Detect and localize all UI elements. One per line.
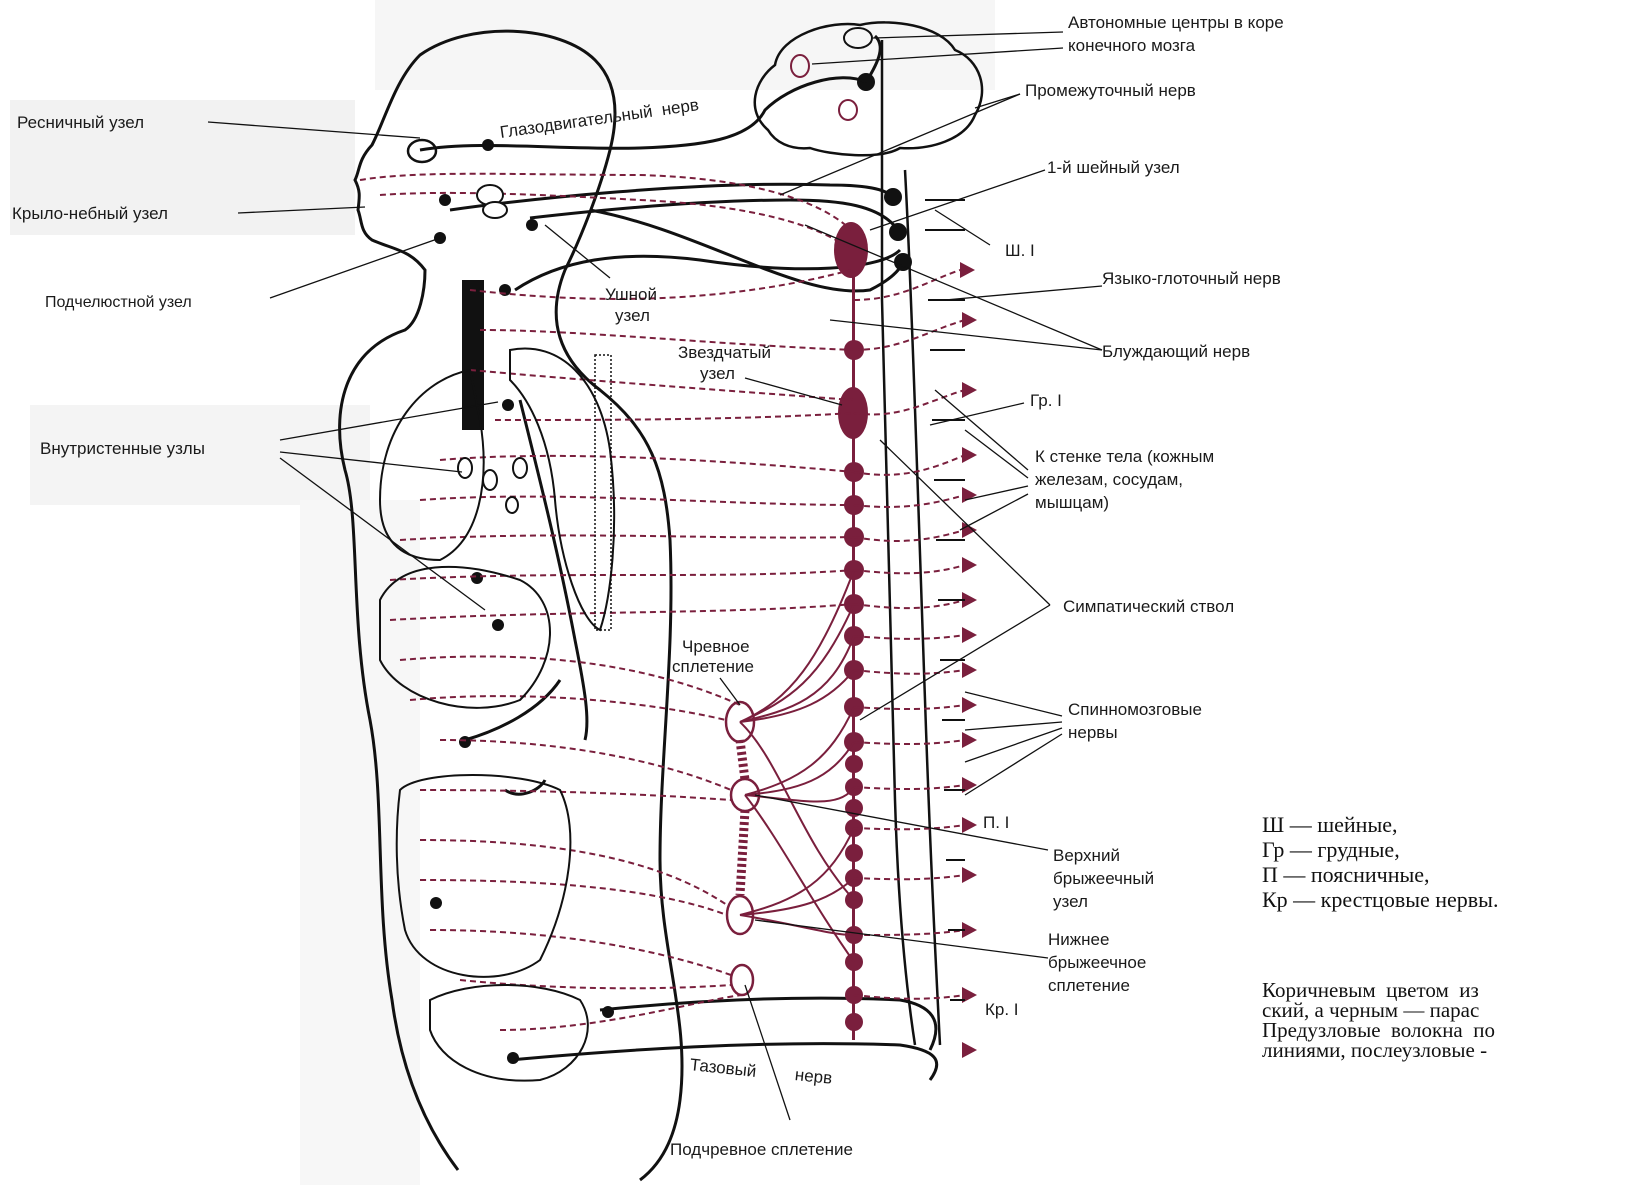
label-otic-ganglion-1: Ушной bbox=[605, 284, 657, 305]
label-otic-ganglion-2: узел bbox=[615, 305, 650, 326]
sympathetic-trunk bbox=[834, 222, 868, 1040]
caption-line: линиями, послеузловые - bbox=[1262, 1040, 1635, 1060]
legend-line-thoracic: Гр — грудные, bbox=[1262, 837, 1400, 863]
label-autonomic-cortex-2: конечного мозга bbox=[1068, 35, 1195, 56]
label-spinal-nerves-2: нервы bbox=[1068, 722, 1118, 743]
label-body-wall-2: железам, сосудам, bbox=[1035, 469, 1183, 490]
label-ciliary-ganglion: Ресничный узел bbox=[17, 112, 144, 133]
label-sup-mesenteric-2: брыжеечный bbox=[1053, 868, 1154, 889]
label-intermediate-nerve: Промежуточный нерв bbox=[1025, 80, 1196, 101]
label-celiac-plexus-1: Чревное bbox=[682, 636, 750, 657]
label-cervical-I: Ш. I bbox=[1005, 240, 1035, 261]
label-inf-mesenteric-3: сплетение bbox=[1048, 975, 1130, 996]
label-submandibular-ganglion: Подчелюстной узел bbox=[45, 292, 192, 313]
label-sup-mesenteric-3: узел bbox=[1053, 891, 1088, 912]
label-lumbar-I: П. I bbox=[983, 812, 1009, 833]
caption-line: ский, а черным — парас bbox=[1262, 1000, 1635, 1020]
label-stellate-ganglion-2: узел bbox=[700, 363, 735, 384]
label-glossopharyngeal-nerve: Языко-глоточный нерв bbox=[1102, 268, 1281, 289]
caption-text: Коричневым цветом из ский, а черным — па… bbox=[1262, 980, 1635, 1100]
label-autonomic-cortex-1: Автономные центры в коре bbox=[1068, 12, 1284, 33]
label-sacral-I: Кр. I bbox=[985, 999, 1019, 1020]
label-sup-mesenteric-1: Верхний bbox=[1053, 845, 1120, 866]
label-pelvic-nerve-2: нерв bbox=[794, 1064, 833, 1089]
legend-line-sacral: Кр — крестцовые нервы. bbox=[1262, 887, 1498, 913]
label-stellate-ganglion-1: Звездчатый bbox=[678, 342, 771, 363]
label-thoracic-I: Гр. I bbox=[1030, 390, 1062, 411]
label-first-cervical-ganglion: 1-й шейный узел bbox=[1047, 157, 1180, 178]
label-body-wall-1: К стенке тела (кожным bbox=[1035, 446, 1214, 467]
label-hypogastric-plexus: Подчревное сплетение bbox=[670, 1139, 853, 1160]
label-celiac-plexus-2: сплетение bbox=[672, 656, 754, 677]
caption-line: Коричневым цветом из bbox=[1262, 980, 1635, 1000]
label-sympathetic-trunk: Симпатический ствол bbox=[1063, 596, 1234, 617]
label-pterygopalatine-ganglion: Крыло-небный узел bbox=[12, 203, 168, 224]
caption-line: Предузловые волокна по bbox=[1262, 1020, 1635, 1040]
legend-line-cervical: Ш — шейные, bbox=[1262, 812, 1398, 838]
label-vagus-nerve: Блуждающий нерв bbox=[1102, 341, 1250, 362]
label-inf-mesenteric-2: брыжеечное bbox=[1048, 952, 1146, 973]
label-body-wall-3: мышцам) bbox=[1035, 492, 1109, 513]
label-spinal-nerves-1: Спинномозговые bbox=[1068, 699, 1202, 720]
label-inf-mesenteric-1: Нижнее bbox=[1048, 929, 1109, 950]
legend-line-lumbar: П — поясничные, bbox=[1262, 862, 1430, 888]
label-intramural-ganglia: Внутристенные узлы bbox=[40, 438, 205, 459]
